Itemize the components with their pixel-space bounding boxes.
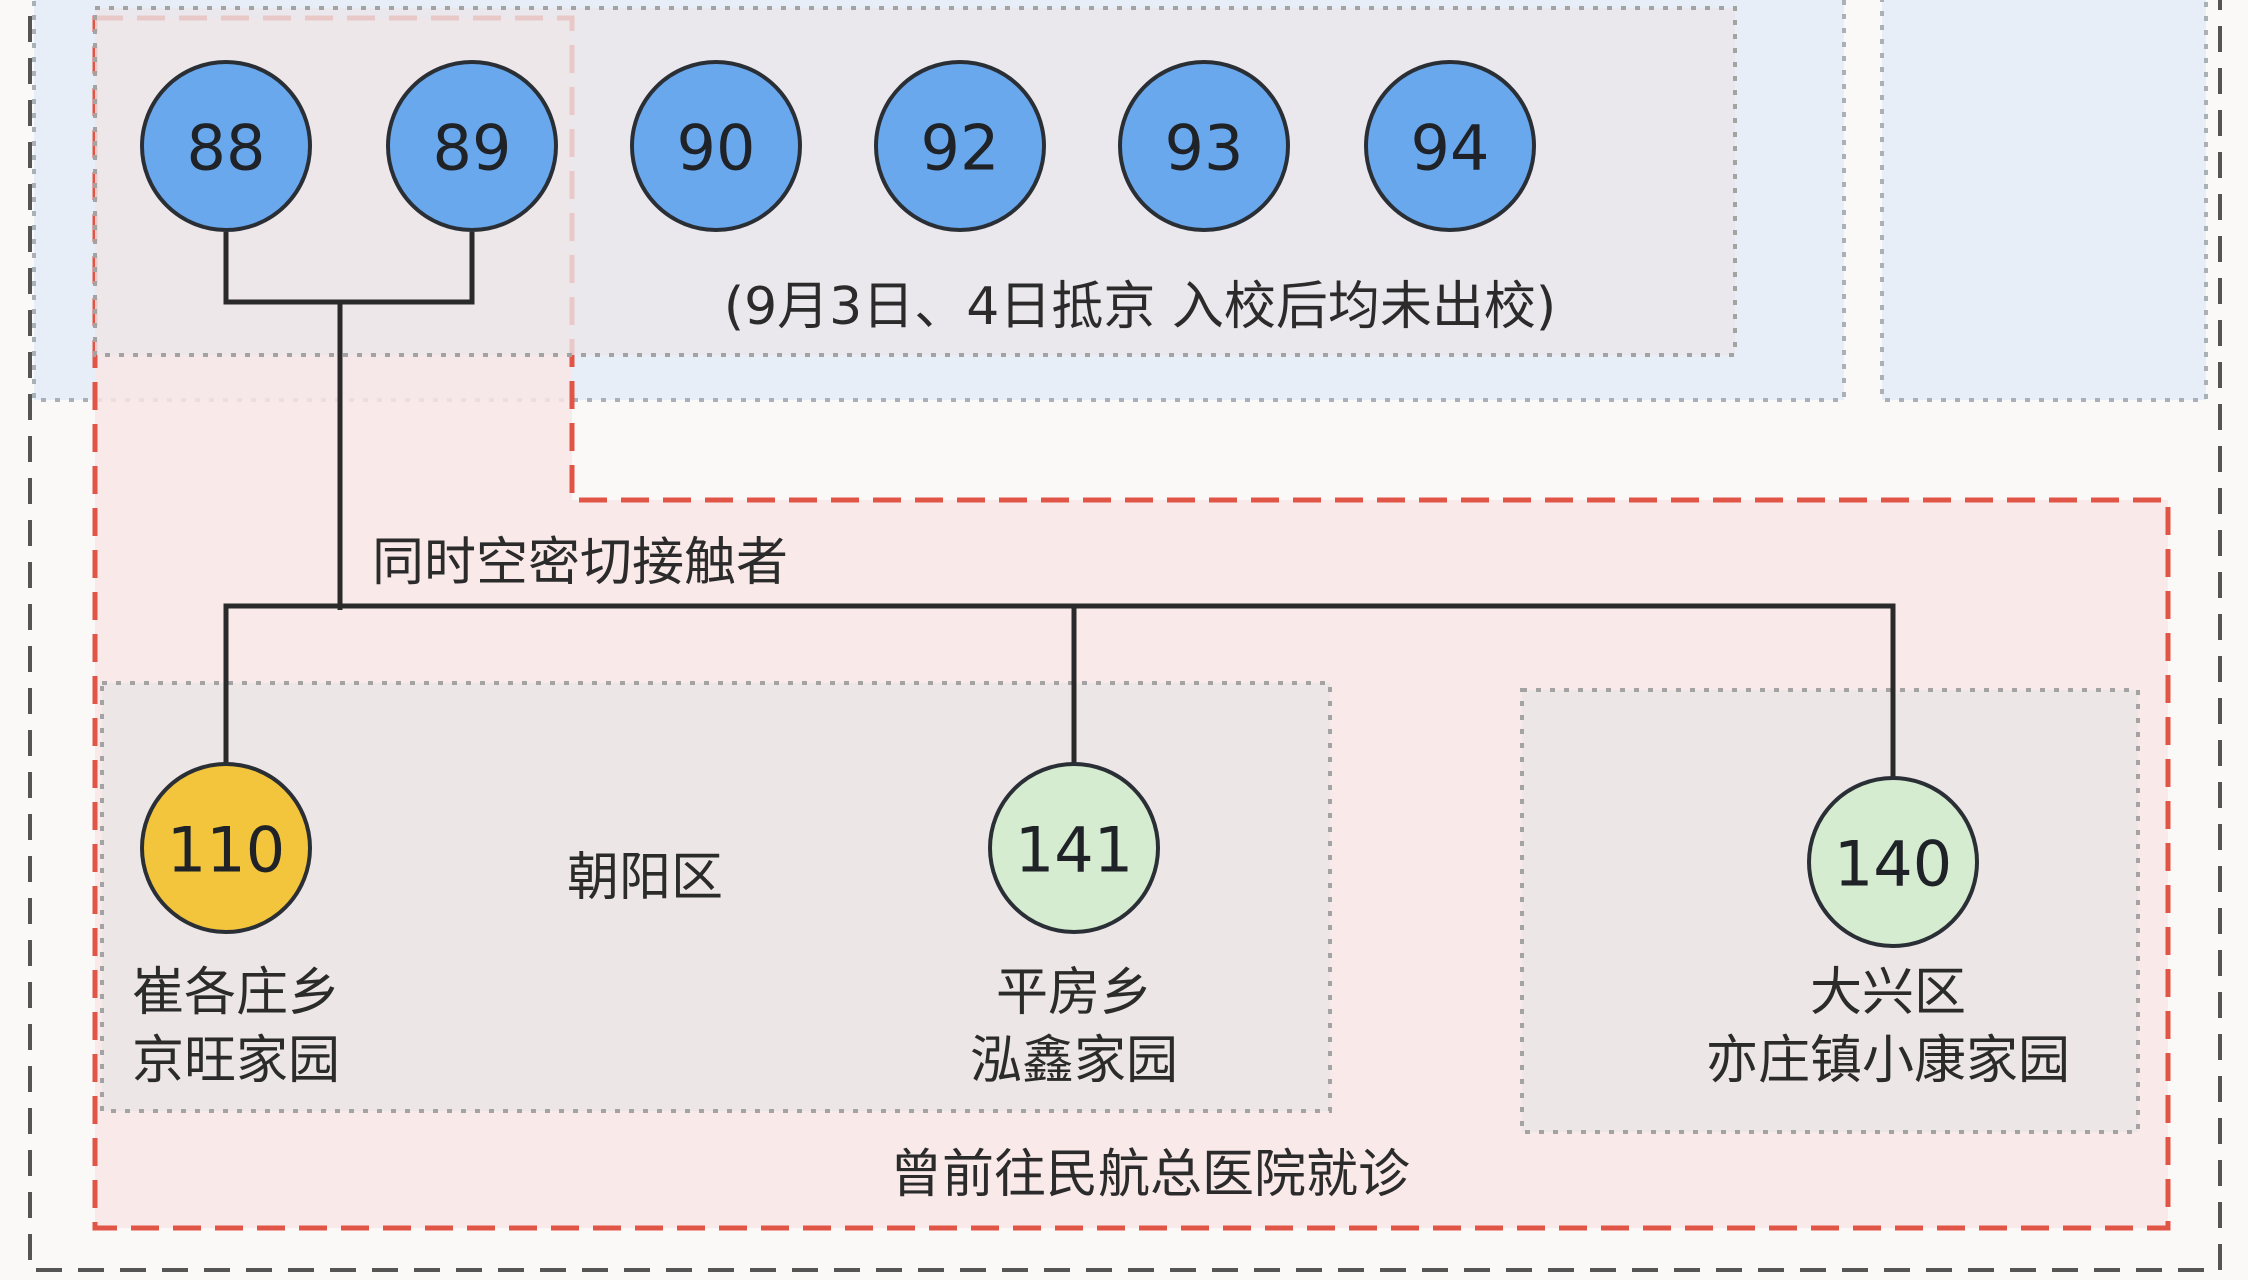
location-110-line1: 崔各庄乡 (132, 963, 340, 1023)
location-140-line2: 亦庄镇小康家园 (1706, 1031, 2070, 1091)
svg-text:92: 92 (921, 112, 1000, 185)
school-note: (9月3日、4日抵京 入校后均未出校) (724, 277, 1556, 337)
district-chaoyang: 朝阳区 (567, 848, 723, 908)
school-case-node-89: 89 (386, 60, 558, 232)
contact-node-140: 140 (1807, 776, 1979, 948)
hospital-note: 曾前往民航总医院就诊 (890, 1145, 1410, 1205)
edge-88-89 (223, 232, 475, 305)
location-110-line2: 京旺家园 (132, 1031, 340, 1091)
location-140-line1: 大兴区 (1810, 963, 1966, 1023)
svg-text:90: 90 (677, 112, 756, 185)
school-case-node-92: 92 (874, 60, 1046, 232)
svg-text:141: 141 (1015, 814, 1133, 887)
svg-text:140: 140 (1834, 828, 1952, 901)
svg-text:88: 88 (187, 112, 266, 185)
svg-text:94: 94 (1411, 112, 1490, 185)
svg-text:89: 89 (433, 112, 512, 185)
location-141-line2: 泓鑫家园 (970, 1031, 1178, 1091)
svg-text:93: 93 (1165, 112, 1244, 185)
school-case-node-94: 94 (1364, 60, 1536, 232)
contact-node-110: 110 (140, 762, 312, 934)
svg-text:110: 110 (167, 814, 285, 887)
connector-edges (223, 232, 1896, 778)
school-case-node-90: 90 (630, 60, 802, 232)
school-zone-right (1880, 0, 2208, 402)
school-case-node-93: 93 (1118, 60, 1290, 232)
edge-contact-bar (223, 603, 1896, 778)
location-141-line1: 平房乡 (996, 963, 1152, 1023)
contact-node-141: 141 (988, 762, 1160, 934)
school-case-node-88: 88 (140, 60, 312, 232)
contact-label: 同时空密切接触者 (372, 533, 788, 593)
